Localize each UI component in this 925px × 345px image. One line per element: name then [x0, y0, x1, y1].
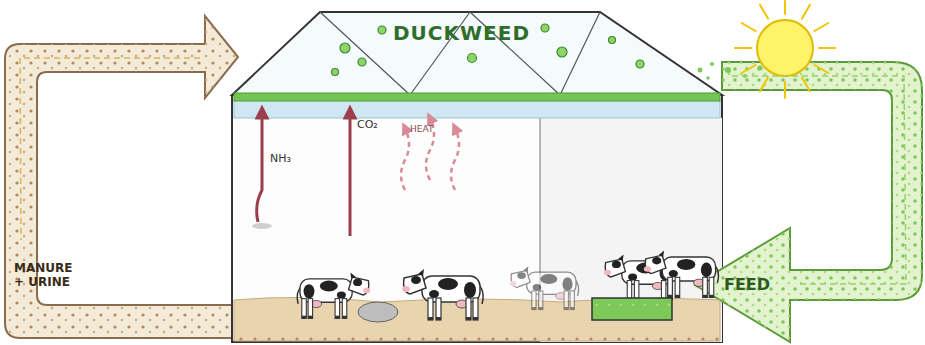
- node-shape: [228, 8, 726, 345]
- node-shape: [0, 10, 245, 345]
- barn-corner: [539, 118, 540, 300]
- duckweed-layer: [234, 93, 720, 101]
- barn-side-wall: [540, 118, 722, 342]
- flow-label: MANURE + URINE: [14, 262, 80, 290]
- duckweed-particle: [710, 62, 714, 66]
- gas-label: NH₃: [270, 152, 291, 165]
- heat-label: HEAT: [410, 124, 433, 134]
- water-basin: [234, 100, 720, 118]
- arrow-outline: [695, 62, 922, 342]
- greenhouse-stable: DUCKWEED: [228, 8, 726, 345]
- node-shape: [690, 50, 925, 345]
- duckweed-particle: [706, 76, 710, 80]
- arrow-outline: [5, 16, 240, 338]
- glass-roof: [232, 12, 722, 95]
- arrow-texture: [5, 16, 240, 338]
- arrow-texture: [695, 62, 922, 342]
- feed-flow-arrow: FEED: [690, 50, 925, 345]
- manure-flow-line: [20, 58, 200, 240]
- roof-frame: [320, 12, 600, 95]
- flow-label: FEED: [724, 276, 784, 294]
- duckweed-label: DUCKWEED: [393, 22, 563, 45]
- barn-wall: [232, 95, 722, 342]
- manure-flow-arrow: MANURE + URINE: [0, 10, 245, 345]
- duckweed-particle: [698, 68, 703, 73]
- gas-label: CO₂: [357, 118, 378, 131]
